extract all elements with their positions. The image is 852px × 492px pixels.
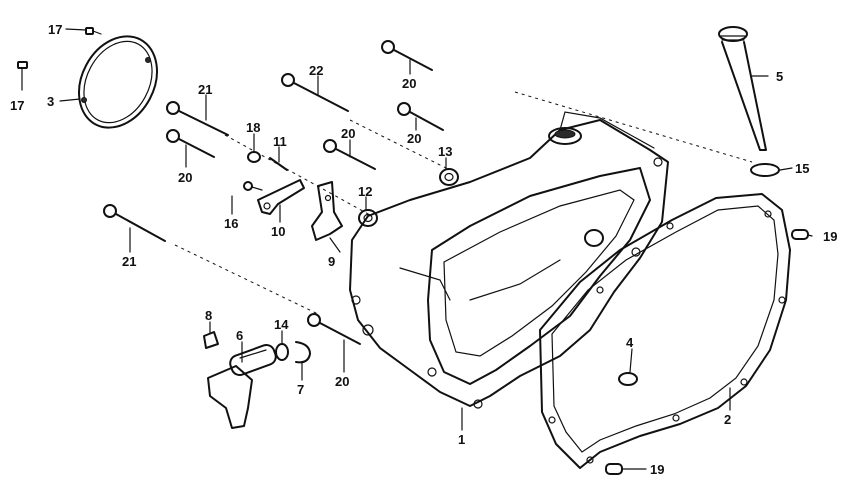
leader-lines [21, 28, 813, 470]
label-17-top: 17 [48, 22, 62, 37]
gasket-part-2 [539, 193, 791, 469]
label-15: 15 [795, 161, 809, 176]
label-19-bottom: 19 [650, 462, 664, 477]
label-20-mid: 20 [407, 131, 421, 146]
label-4: 4 [626, 335, 634, 350]
lever-part-10 [257, 179, 305, 215]
label-1: 1 [458, 432, 465, 447]
dowel-part-19-right [791, 229, 809, 240]
label-3: 3 [47, 94, 54, 109]
bushing-part-13 [439, 168, 459, 186]
ring-band-part-3 [78, 35, 158, 129]
o-ring-part-15 [750, 163, 780, 177]
label-12: 12 [358, 184, 372, 199]
label-19-right: 19 [823, 229, 837, 244]
plate-part-9 [311, 181, 343, 241]
bolt-part-20-left [166, 129, 215, 158]
label-17-left: 17 [10, 98, 24, 113]
dowel-part-19-bottom [605, 463, 623, 475]
label-20-bottom: 20 [335, 374, 349, 389]
label-8: 8 [205, 308, 212, 323]
bolt-part-20-center [323, 139, 376, 170]
label-22: 22 [309, 63, 323, 78]
label-5: 5 [776, 69, 783, 84]
label-16: 16 [224, 216, 238, 231]
screw-part-17-left [17, 61, 28, 77]
screw-part-17-top [85, 27, 102, 35]
label-20-top: 20 [402, 76, 416, 91]
bolt-part-21-upper [166, 101, 229, 136]
nut-part-18 [247, 151, 261, 163]
label-13: 13 [438, 144, 452, 159]
label-21-lower: 21 [122, 254, 136, 269]
label-11: 11 [273, 134, 287, 149]
bolt-part-20-top [381, 40, 433, 71]
label-6: 6 [236, 328, 243, 343]
shaft-part-6 [207, 343, 277, 429]
alignment-lines [174, 91, 753, 316]
bushing-part-12 [358, 209, 378, 227]
label-10: 10 [271, 224, 285, 239]
label-21-upper: 21 [198, 82, 212, 97]
plug-part-4 [618, 372, 638, 386]
part-labels: 17 17 3 21 20 18 11 22 20 20 20 13 12 16… [10, 22, 837, 477]
pin-part-8 [203, 331, 219, 349]
clip-part-7 [295, 341, 311, 364]
label-18: 18 [246, 120, 260, 135]
label-7: 7 [297, 382, 304, 397]
label-2: 2 [724, 412, 731, 427]
bolt-part-20-bottom [307, 313, 361, 345]
crankcase-cover-part-1 [349, 111, 669, 409]
label-9: 9 [328, 254, 335, 269]
label-20-left: 20 [178, 170, 192, 185]
label-14: 14 [274, 317, 289, 332]
screw-part-16 [243, 181, 263, 191]
bolt-part-21-lower [103, 204, 166, 242]
bolt-part-20-mid [397, 102, 444, 131]
label-20-center: 20 [341, 126, 355, 141]
pin-part-11 [269, 157, 288, 171]
dipstick-part-5 [718, 26, 767, 151]
washer-part-14 [275, 343, 289, 361]
bolt-part-22 [281, 73, 349, 112]
